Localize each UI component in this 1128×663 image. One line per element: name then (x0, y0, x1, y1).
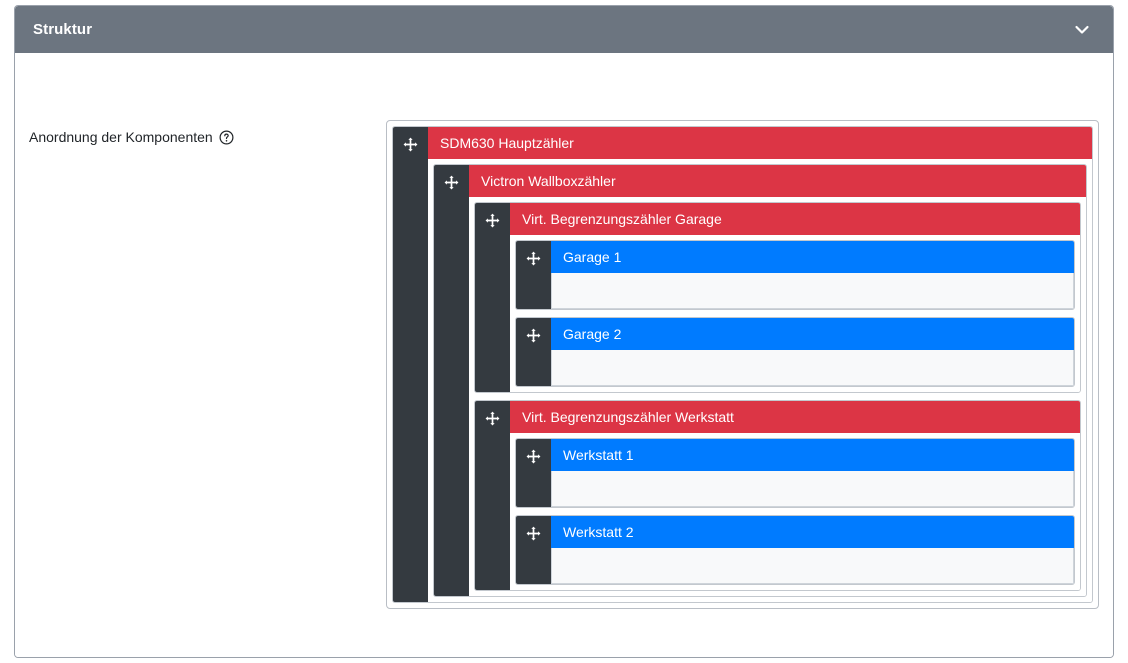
page-title: Struktur (33, 21, 93, 38)
tree-node-dropzone[interactable] (551, 273, 1074, 309)
move-arrows-icon[interactable] (393, 127, 428, 602)
tree-node-label: Werkstatt 2 (551, 516, 1074, 548)
tree-node-garage-2[interactable]: Garage 2 (515, 317, 1075, 387)
tree-node-label: SDM630 Hauptzähler (428, 127, 1092, 159)
tree-node-children[interactable]: Werkstatt 1 Werkstatt 2 (510, 433, 1080, 590)
tree-node-content: Garage 1 (551, 241, 1074, 309)
tree-node-label: Victron Wallboxzähler (469, 165, 1086, 197)
tree-node-label: Garage 2 (551, 318, 1074, 350)
tree-node-content: Werkstatt 2 (551, 516, 1074, 584)
help-circle-icon[interactable] (219, 130, 234, 145)
tree-node-label: Garage 1 (551, 241, 1074, 273)
tree-node-body: Garage 1 (515, 240, 1075, 310)
move-arrows-icon[interactable] (475, 203, 510, 392)
tree-node-label: Werkstatt 1 (551, 439, 1074, 471)
tree-node-werkstatt-2[interactable]: Werkstatt 2 (515, 515, 1075, 585)
move-arrows-icon[interactable] (516, 241, 551, 309)
tree-node-label: Virt. Begrenzungszähler Garage (510, 203, 1080, 235)
tree-node-label: Virt. Begrenzungszähler Werkstatt (510, 401, 1080, 433)
tree-node-werkstatt-1[interactable]: Werkstatt 1 (515, 438, 1075, 508)
move-arrows-icon[interactable] (475, 401, 510, 590)
tree-node-body: Werkstatt 1 (515, 438, 1075, 508)
field-label-row: Anordnung der Komponenten (29, 129, 234, 145)
field-label-text: Anordnung der Komponenten (29, 129, 213, 145)
tree-node-content: Werkstatt 1 (551, 439, 1074, 507)
tree-node-children[interactable]: Garage 1 Garage 2 (510, 235, 1080, 392)
chevron-down-icon[interactable] (1071, 19, 1093, 41)
tree-node-body: Garage 2 (515, 317, 1075, 387)
tree-node-dropzone[interactable] (551, 548, 1074, 584)
struktur-card: Struktur Anordnung der Komponenten SDM63… (14, 5, 1114, 658)
move-arrows-icon[interactable] (516, 318, 551, 386)
tree-node-content: Garage 2 (551, 318, 1074, 386)
tree-node-dropzone[interactable] (551, 471, 1074, 507)
tree-node-body: Werkstatt 2 (515, 515, 1075, 585)
move-arrows-icon[interactable] (516, 516, 551, 584)
move-arrows-icon[interactable] (434, 165, 469, 596)
move-arrows-icon[interactable] (516, 439, 551, 507)
card-body: Anordnung der Komponenten SDM630 Hauptzä… (15, 53, 1113, 657)
card-header[interactable]: Struktur (15, 6, 1113, 53)
tree-node-dropzone[interactable] (551, 350, 1074, 386)
tree-node-garage-1[interactable]: Garage 1 (515, 240, 1075, 310)
